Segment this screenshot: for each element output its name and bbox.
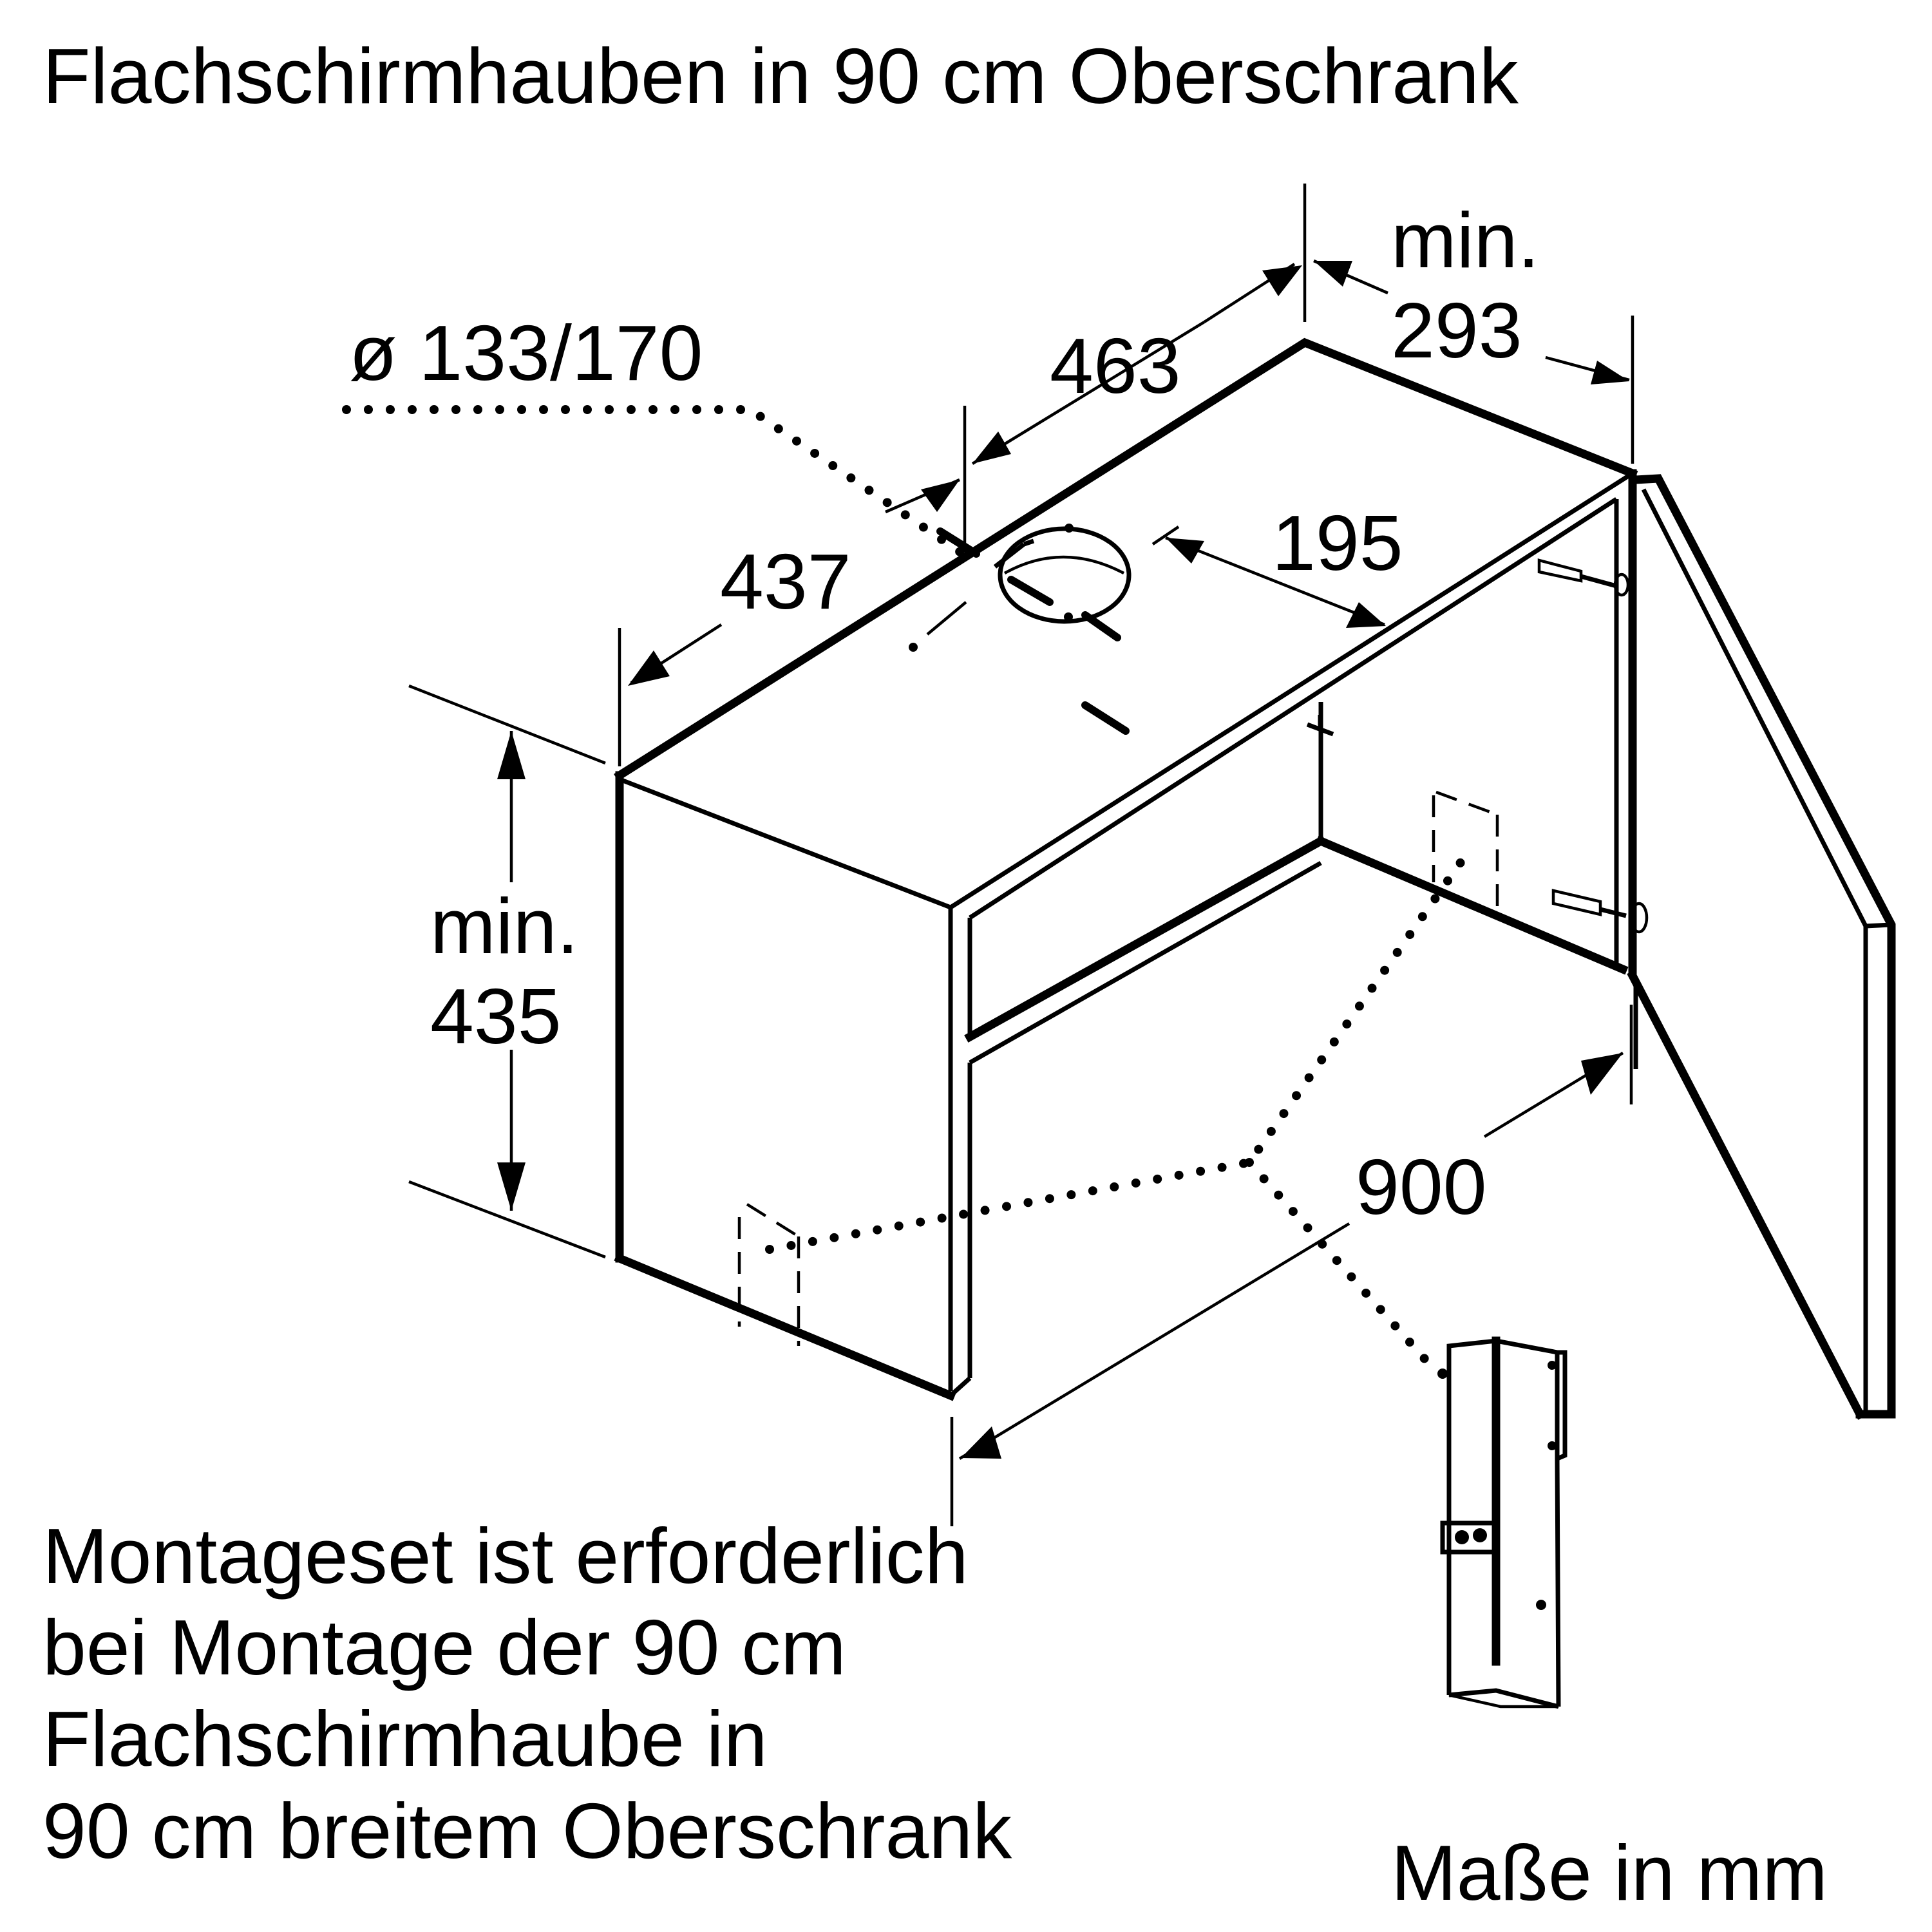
- dim-width: 900: [1356, 1143, 1487, 1231]
- dim-height-min: min.: [430, 882, 578, 970]
- note-line-3: Flachschirmhaube in: [43, 1695, 768, 1783]
- page-title: Flachschirmhauben in 90 cm Oberschrank: [43, 32, 1519, 120]
- dim-duct-diameter: ø 133/170: [349, 309, 703, 397]
- note-line-4: 90 cm breitem Oberschrank: [43, 1787, 1012, 1875]
- dim-door-clearance: 293: [1391, 287, 1522, 374]
- bracket-left-hidden: [737, 1203, 800, 1346]
- dim-door-clearance-min: min.: [1391, 196, 1539, 284]
- bracket-right-hidden: [1432, 790, 1499, 914]
- mounting-kit-part: [1437, 1336, 1567, 1709]
- note-line-2: bei Montage der 90 cm: [43, 1604, 846, 1691]
- dim-depth-side: 437: [720, 538, 851, 625]
- duct-opening: [909, 524, 1132, 735]
- note-line-1: Montageset ist erforderlich: [43, 1512, 969, 1600]
- dim-hole-offset: 195: [1272, 499, 1403, 587]
- cabinet-outline: [614, 337, 1638, 1401]
- units-label: Maße in mm: [1391, 1829, 1828, 1917]
- dimension-lines: [408, 184, 1634, 1526]
- dotted-leaders: [342, 405, 1475, 1376]
- dim-depth-top: 463: [1050, 322, 1181, 410]
- hinge-top: [1537, 558, 1630, 597]
- dim-height: 435: [430, 972, 562, 1060]
- hinge-bottom: [1551, 889, 1649, 934]
- cabinet-door: [1627, 474, 1896, 1420]
- mounting-note: Montageset ist erforderlich bei Montage …: [43, 1512, 1012, 1875]
